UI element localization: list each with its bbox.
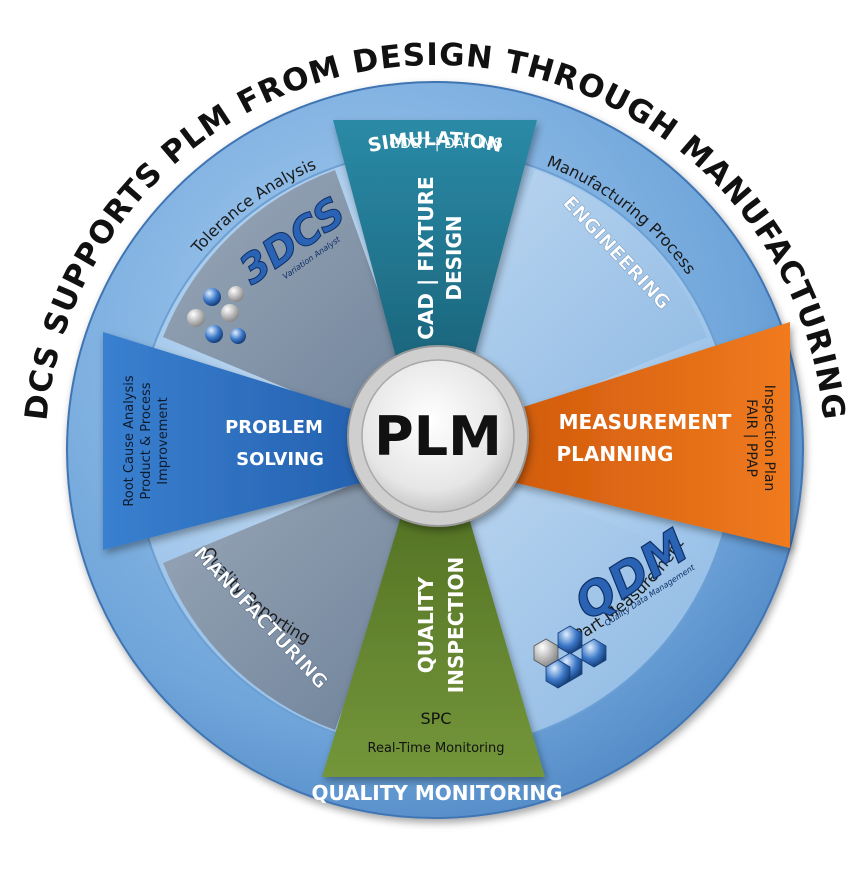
problem-side1: Root Cause Analysis — [122, 375, 137, 507]
quality-sub2: Real-Time Monitoring — [368, 741, 505, 756]
segment-manufacturing — [163, 450, 435, 730]
wedge-cad-fixture — [333, 120, 537, 440]
center-label: PLM — [374, 405, 502, 468]
arc-title-word: DESIGN — [350, 37, 495, 81]
problem-line1: PROBLEM — [225, 417, 323, 438]
ring-label-quality-monitoring: QUALITY MONITORING — [311, 781, 562, 805]
cad-line1: CAD | FIXTURE — [414, 176, 438, 339]
arc-title-word: DCS — [18, 341, 67, 422]
measurement-line2: PLANNING — [557, 442, 674, 466]
segment-qdm — [435, 450, 707, 730]
quality-sub1: SPC — [421, 709, 452, 728]
cad-line2: DESIGN — [442, 215, 466, 300]
wedge-problem-solving — [103, 332, 425, 550]
wedge-quality-inspection — [322, 460, 545, 777]
measurement-line1: MEASUREMENT — [559, 410, 732, 434]
measurement-side1: Inspection Plan — [761, 385, 777, 492]
measurement-side2: FAIR | PPAP — [743, 399, 759, 477]
center-hub — [361, 359, 515, 513]
quality-line2: INSPECTION — [444, 557, 468, 693]
wedge-measurement-planning — [445, 322, 790, 548]
problem-side3: Improvement — [156, 397, 171, 484]
quality-line1: QUALITY — [414, 576, 438, 673]
cad-header: GD&T | DATUMS — [389, 136, 503, 152]
problem-side2: Product & Process — [139, 382, 154, 499]
problem-line2: SOLVING — [236, 449, 324, 470]
